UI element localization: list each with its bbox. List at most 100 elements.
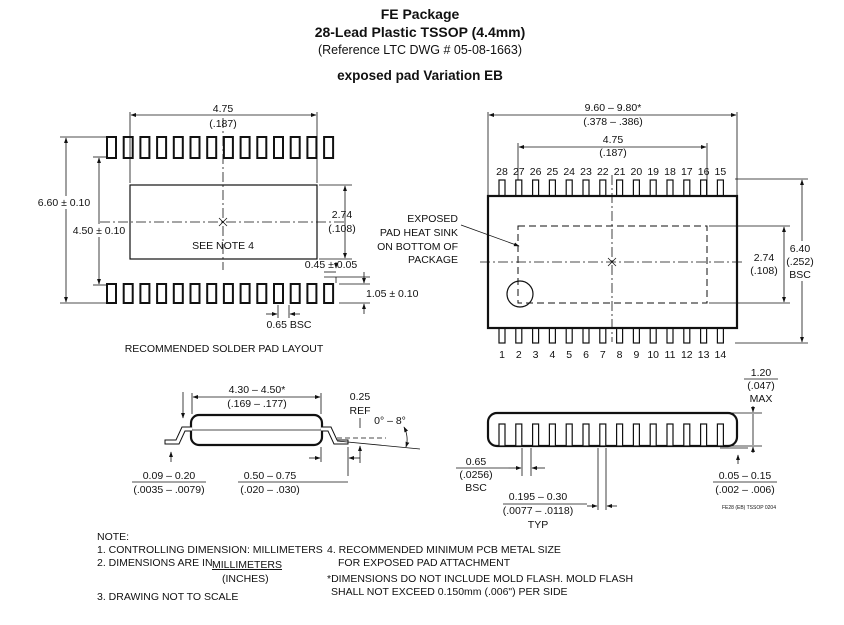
end-lead bbox=[666, 423, 674, 447]
top-lead bbox=[531, 179, 540, 197]
solder-pad bbox=[306, 283, 318, 304]
top-lead bbox=[548, 179, 557, 197]
dim-length-in: (.378 – .386) bbox=[583, 116, 643, 128]
bottom-pin-number: 11 bbox=[665, 349, 676, 361]
solder-pad bbox=[222, 283, 234, 304]
solder-pad bbox=[139, 283, 151, 304]
note-5-cont: SHALL NOT EXCEED 0.150mm (.006") PER SID… bbox=[331, 586, 568, 598]
side-lead-left bbox=[164, 426, 192, 445]
solder-pad bbox=[172, 136, 184, 159]
bottom-pin-number: 5 bbox=[566, 349, 572, 361]
top-lead bbox=[615, 179, 624, 197]
note-2-units: MILLIMETERS bbox=[212, 559, 283, 571]
end-lead bbox=[498, 423, 506, 447]
bottom-pin-number: 9 bbox=[633, 349, 639, 361]
top-view: 9.60 – 9.80* (.378 – .386) 4.75 (.187) 2… bbox=[377, 102, 817, 361]
top-pin-number: 24 bbox=[563, 166, 575, 178]
solder-pad bbox=[273, 283, 284, 304]
dim-pad-width: 0.45 ± 0.05 bbox=[305, 259, 358, 271]
bottom-leads bbox=[498, 327, 725, 344]
bottom-pin-number: 6 bbox=[583, 349, 589, 361]
dim-gauge-ref: REF bbox=[350, 405, 371, 417]
solder-pads-top bbox=[106, 136, 335, 159]
top-pin-number: 21 bbox=[614, 166, 626, 178]
top-lead bbox=[683, 179, 691, 197]
end-lead bbox=[699, 423, 708, 447]
top-lead bbox=[649, 179, 657, 197]
solder-pad bbox=[206, 136, 218, 159]
dim-pad-length: 1.05 ± 0.10 bbox=[366, 288, 419, 300]
top-lead bbox=[716, 179, 725, 197]
end-leads bbox=[498, 423, 725, 447]
solder-layout-caption: RECOMMENDED SOLDER PAD LAYOUT bbox=[125, 343, 324, 355]
package-subtitle: 28-Lead Plastic TSSOP (4.4mm) bbox=[315, 24, 526, 40]
top-pin-number: 17 bbox=[681, 166, 693, 178]
bottom-pin-number: 14 bbox=[715, 349, 727, 361]
dim-lead-width-in: (.0077 – .0118) bbox=[503, 505, 573, 517]
bottom-lead bbox=[615, 327, 624, 344]
dim-width-mm: 4.75 bbox=[213, 103, 234, 115]
solder-pad bbox=[256, 283, 268, 304]
end-view: 1.20 (.047) MAX 0.65 (.0256) BSC 0.195 –… bbox=[456, 367, 778, 531]
dim-overall-width-in: (.252) bbox=[786, 256, 813, 268]
bottom-pin-number: 4 bbox=[549, 349, 555, 361]
dim-height-note: MAX bbox=[750, 393, 773, 405]
dim-width-in: (.187) bbox=[209, 118, 236, 130]
dim-lead-width: 0.195 – 0.30 bbox=[509, 491, 568, 503]
solder-pad bbox=[239, 136, 251, 159]
bottom-lead bbox=[565, 327, 573, 344]
top-pin-number: 25 bbox=[547, 166, 559, 178]
end-lead bbox=[548, 423, 557, 447]
dim-overall-width-mm: 6.40 bbox=[790, 243, 811, 255]
top-pin-number: 28 bbox=[496, 166, 508, 178]
top-pin-number: 26 bbox=[530, 166, 542, 178]
dim-pad-width-mm: 4.75 bbox=[603, 134, 624, 146]
end-body bbox=[486, 411, 739, 448]
dim-pitch: 0.65 BSC bbox=[267, 319, 312, 331]
bottom-pin-number: 1 bbox=[499, 349, 505, 361]
bottom-lead bbox=[582, 327, 590, 344]
exposed-pad-label-4: PACKAGE bbox=[408, 254, 458, 266]
end-lead bbox=[515, 423, 523, 447]
bottom-lead bbox=[498, 327, 506, 344]
exposed-pad-outline bbox=[517, 225, 708, 304]
end-lead bbox=[716, 423, 725, 447]
note-5: *DIMENSIONS DO NOT INCLUDE MOLD FLASH. M… bbox=[327, 573, 634, 585]
top-lead bbox=[599, 179, 607, 197]
bottom-lead bbox=[683, 327, 691, 344]
bottom-lead bbox=[666, 327, 674, 344]
top-leads bbox=[498, 179, 725, 197]
end-lead bbox=[683, 423, 691, 447]
solder-pad bbox=[222, 136, 234, 159]
solder-pad bbox=[256, 136, 268, 159]
dim-epad-height-mm: 2.74 bbox=[754, 252, 775, 264]
top-lead bbox=[699, 179, 708, 197]
top-pin-number: 23 bbox=[580, 166, 592, 178]
solder-pad bbox=[106, 136, 117, 159]
dim-lead-thickness-in: (.0035 – .0079) bbox=[133, 484, 204, 496]
note-4-cont: FOR EXPOSED PAD ATTACHMENT bbox=[338, 557, 511, 569]
top-lead bbox=[632, 179, 641, 197]
solder-pad bbox=[323, 136, 335, 159]
note-2: 2. DIMENSIONS ARE IN bbox=[97, 557, 213, 569]
top-lead bbox=[565, 179, 573, 197]
solder-pad bbox=[323, 283, 335, 304]
bottom-pin-number: 7 bbox=[600, 349, 606, 361]
solder-pad bbox=[289, 136, 301, 159]
top-pin-number: 18 bbox=[664, 166, 676, 178]
end-lead bbox=[649, 423, 657, 447]
package-variation: exposed pad Variation EB bbox=[337, 68, 503, 83]
bottom-lead bbox=[649, 327, 657, 344]
dim-body-length: 4.30 – 4.50* bbox=[229, 384, 286, 396]
dim-lead-width-note: TYP bbox=[528, 519, 548, 531]
pin1-indicator bbox=[506, 280, 534, 308]
top-pin-number: 19 bbox=[647, 166, 659, 178]
end-lead bbox=[599, 423, 607, 447]
note-2-inches: (INCHES) bbox=[222, 573, 269, 585]
end-lead bbox=[582, 423, 590, 447]
bottom-lead bbox=[599, 327, 607, 344]
top-lead bbox=[666, 179, 674, 197]
solder-pad bbox=[122, 283, 134, 304]
